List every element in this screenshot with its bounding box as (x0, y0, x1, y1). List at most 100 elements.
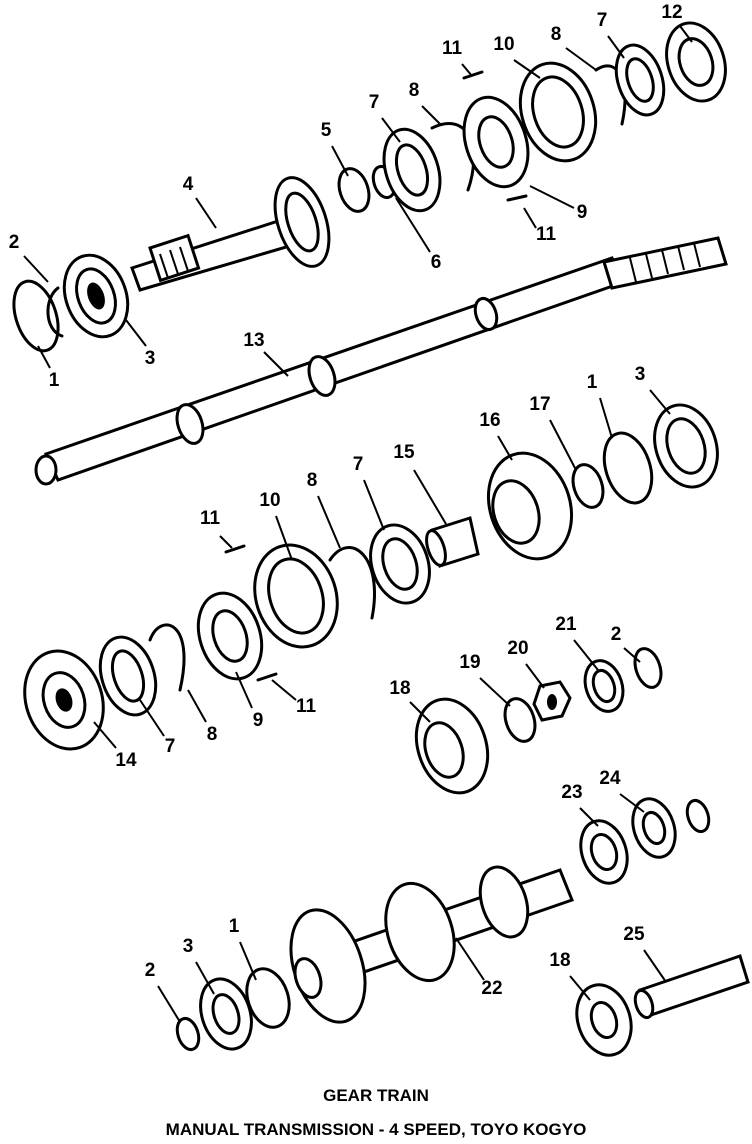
callout-label-c25: 25 (623, 924, 645, 945)
callout-label-c17: 17 (529, 394, 550, 415)
callout-label-c6: 6 (431, 252, 442, 273)
callout-leader-c6 (395, 197, 431, 253)
callout-leader-c7c (363, 479, 385, 531)
gear-18-lower (575, 983, 633, 1057)
gear-12 (665, 21, 727, 103)
callout-leader-c23 (579, 807, 599, 827)
callout-label-c4: 4 (183, 174, 194, 195)
synchro-ring-7-lower (98, 635, 158, 717)
collar-15 (425, 516, 480, 568)
callout-leader-c5 (331, 145, 349, 177)
callout-leader-c17 (549, 419, 577, 471)
callout-label-c7c: 7 (353, 454, 364, 475)
snap-ring-1-top (12, 279, 60, 353)
diagram-subtitle: MANUAL TRANSMISSION - 4 SPEED, TOYO KOGY… (165, 1120, 587, 1139)
gear-14 (23, 649, 105, 751)
callout-leader-c11b (523, 207, 537, 229)
callout-label-c24: 24 (599, 768, 621, 789)
callout-label-c11b: 11 (536, 224, 557, 245)
callout-leader-c8 (421, 105, 441, 125)
callout-leader-c11c (219, 535, 233, 549)
callout-label-c19: 19 (459, 652, 480, 673)
callout-label-c10b: 10 (259, 490, 280, 511)
callout-label-c8b: 8 (551, 24, 562, 45)
callout-leader-c8d (187, 689, 207, 723)
callout-leader-c13 (263, 351, 289, 377)
callout-leader-c2c (157, 985, 181, 1023)
callout-leader-c11d (271, 679, 297, 701)
callout-label-c11d: 11 (296, 696, 317, 717)
callout-label-c7b: 7 (597, 10, 608, 31)
callout-leader-c25 (643, 949, 667, 983)
pin-25 (633, 954, 750, 1020)
hub-9 (462, 95, 530, 189)
sleeve-21 (583, 659, 625, 713)
bearing-3-top (62, 253, 130, 339)
synchro-ring-6-7 (382, 127, 442, 213)
callout-leader-c7b (607, 35, 625, 59)
callout-leader-c1 (37, 345, 51, 369)
callout-leader-c12 (679, 25, 693, 43)
callout-label-c1: 1 (49, 370, 60, 391)
callout-leader-c16 (497, 435, 513, 461)
callout-leader-c20 (525, 663, 545, 689)
callout-label-c12: 12 (661, 2, 682, 23)
callout-leader-c11 (461, 63, 473, 77)
key-11-top (462, 70, 528, 202)
callout-label-c15: 15 (393, 442, 415, 463)
callout-leader-c18b (569, 975, 591, 1001)
callout-label-c2c: 2 (145, 960, 156, 981)
callout-label-c10: 10 (493, 34, 514, 55)
callout-label-c8d: 8 (207, 724, 218, 745)
callout-leader-c19 (479, 677, 511, 707)
sleeve-10-mid (253, 543, 339, 649)
callout-leader-c2b (623, 647, 641, 663)
diagram-title: GEAR TRAIN (323, 1086, 429, 1105)
gear-18-mid (414, 697, 490, 795)
callout-leader-c7 (381, 117, 401, 143)
callout-label-c9b: 9 (253, 710, 264, 731)
synchro-ring-7b (614, 43, 666, 117)
callout-leader-c1c (239, 941, 257, 981)
callout-label-c3b: 3 (635, 364, 646, 385)
callout-leader-c15 (413, 469, 447, 525)
callout-leader-c14 (93, 721, 117, 749)
callout-label-c18b: 18 (549, 950, 570, 971)
callout-leader-c8b (565, 47, 597, 71)
key-11-mid (224, 544, 278, 682)
callout-label-c18: 18 (389, 678, 410, 699)
bearing-23 (579, 819, 629, 885)
snap-ring-2-mid (633, 647, 663, 689)
bearing-3-mid (653, 403, 719, 489)
callout-label-c7d: 7 (165, 736, 176, 757)
callout-leader-c18 (409, 701, 431, 723)
sleeve-10-top (518, 61, 598, 163)
washer-19 (503, 697, 537, 743)
callout-label-c3c: 3 (183, 936, 194, 957)
callout-label-c9: 9 (577, 202, 588, 223)
callout-label-c11: 11 (442, 38, 463, 59)
callout-label-c2: 2 (9, 232, 20, 253)
gear-24 (631, 797, 677, 859)
spring-8-mid (328, 546, 376, 620)
callout-label-c23: 23 (561, 782, 582, 803)
main-shaft-13 (34, 236, 728, 486)
countershaft-22 (289, 865, 574, 1024)
callout-label-c8: 8 (409, 80, 420, 101)
callout-leader-c3 (125, 319, 147, 347)
callout-label-c14: 14 (115, 750, 137, 771)
callout-leader-c22 (455, 937, 485, 981)
snap-ring-1-mid (602, 431, 654, 505)
needle-bearing-5 (337, 164, 397, 213)
callout-leader-c9b (235, 671, 253, 709)
callout-leader-c3c (195, 961, 215, 995)
callout-label-c13: 13 (243, 330, 264, 351)
spring-8-lower (148, 623, 186, 692)
callout-label-c20: 20 (507, 638, 528, 659)
callout-label-c2b: 2 (611, 624, 622, 645)
gear-16 (486, 451, 574, 561)
snap-ring-2-lower (175, 1016, 201, 1052)
hub-9-mid (196, 591, 264, 681)
callout-label-c11c: 11 (200, 508, 221, 529)
nut-20 (532, 680, 572, 722)
